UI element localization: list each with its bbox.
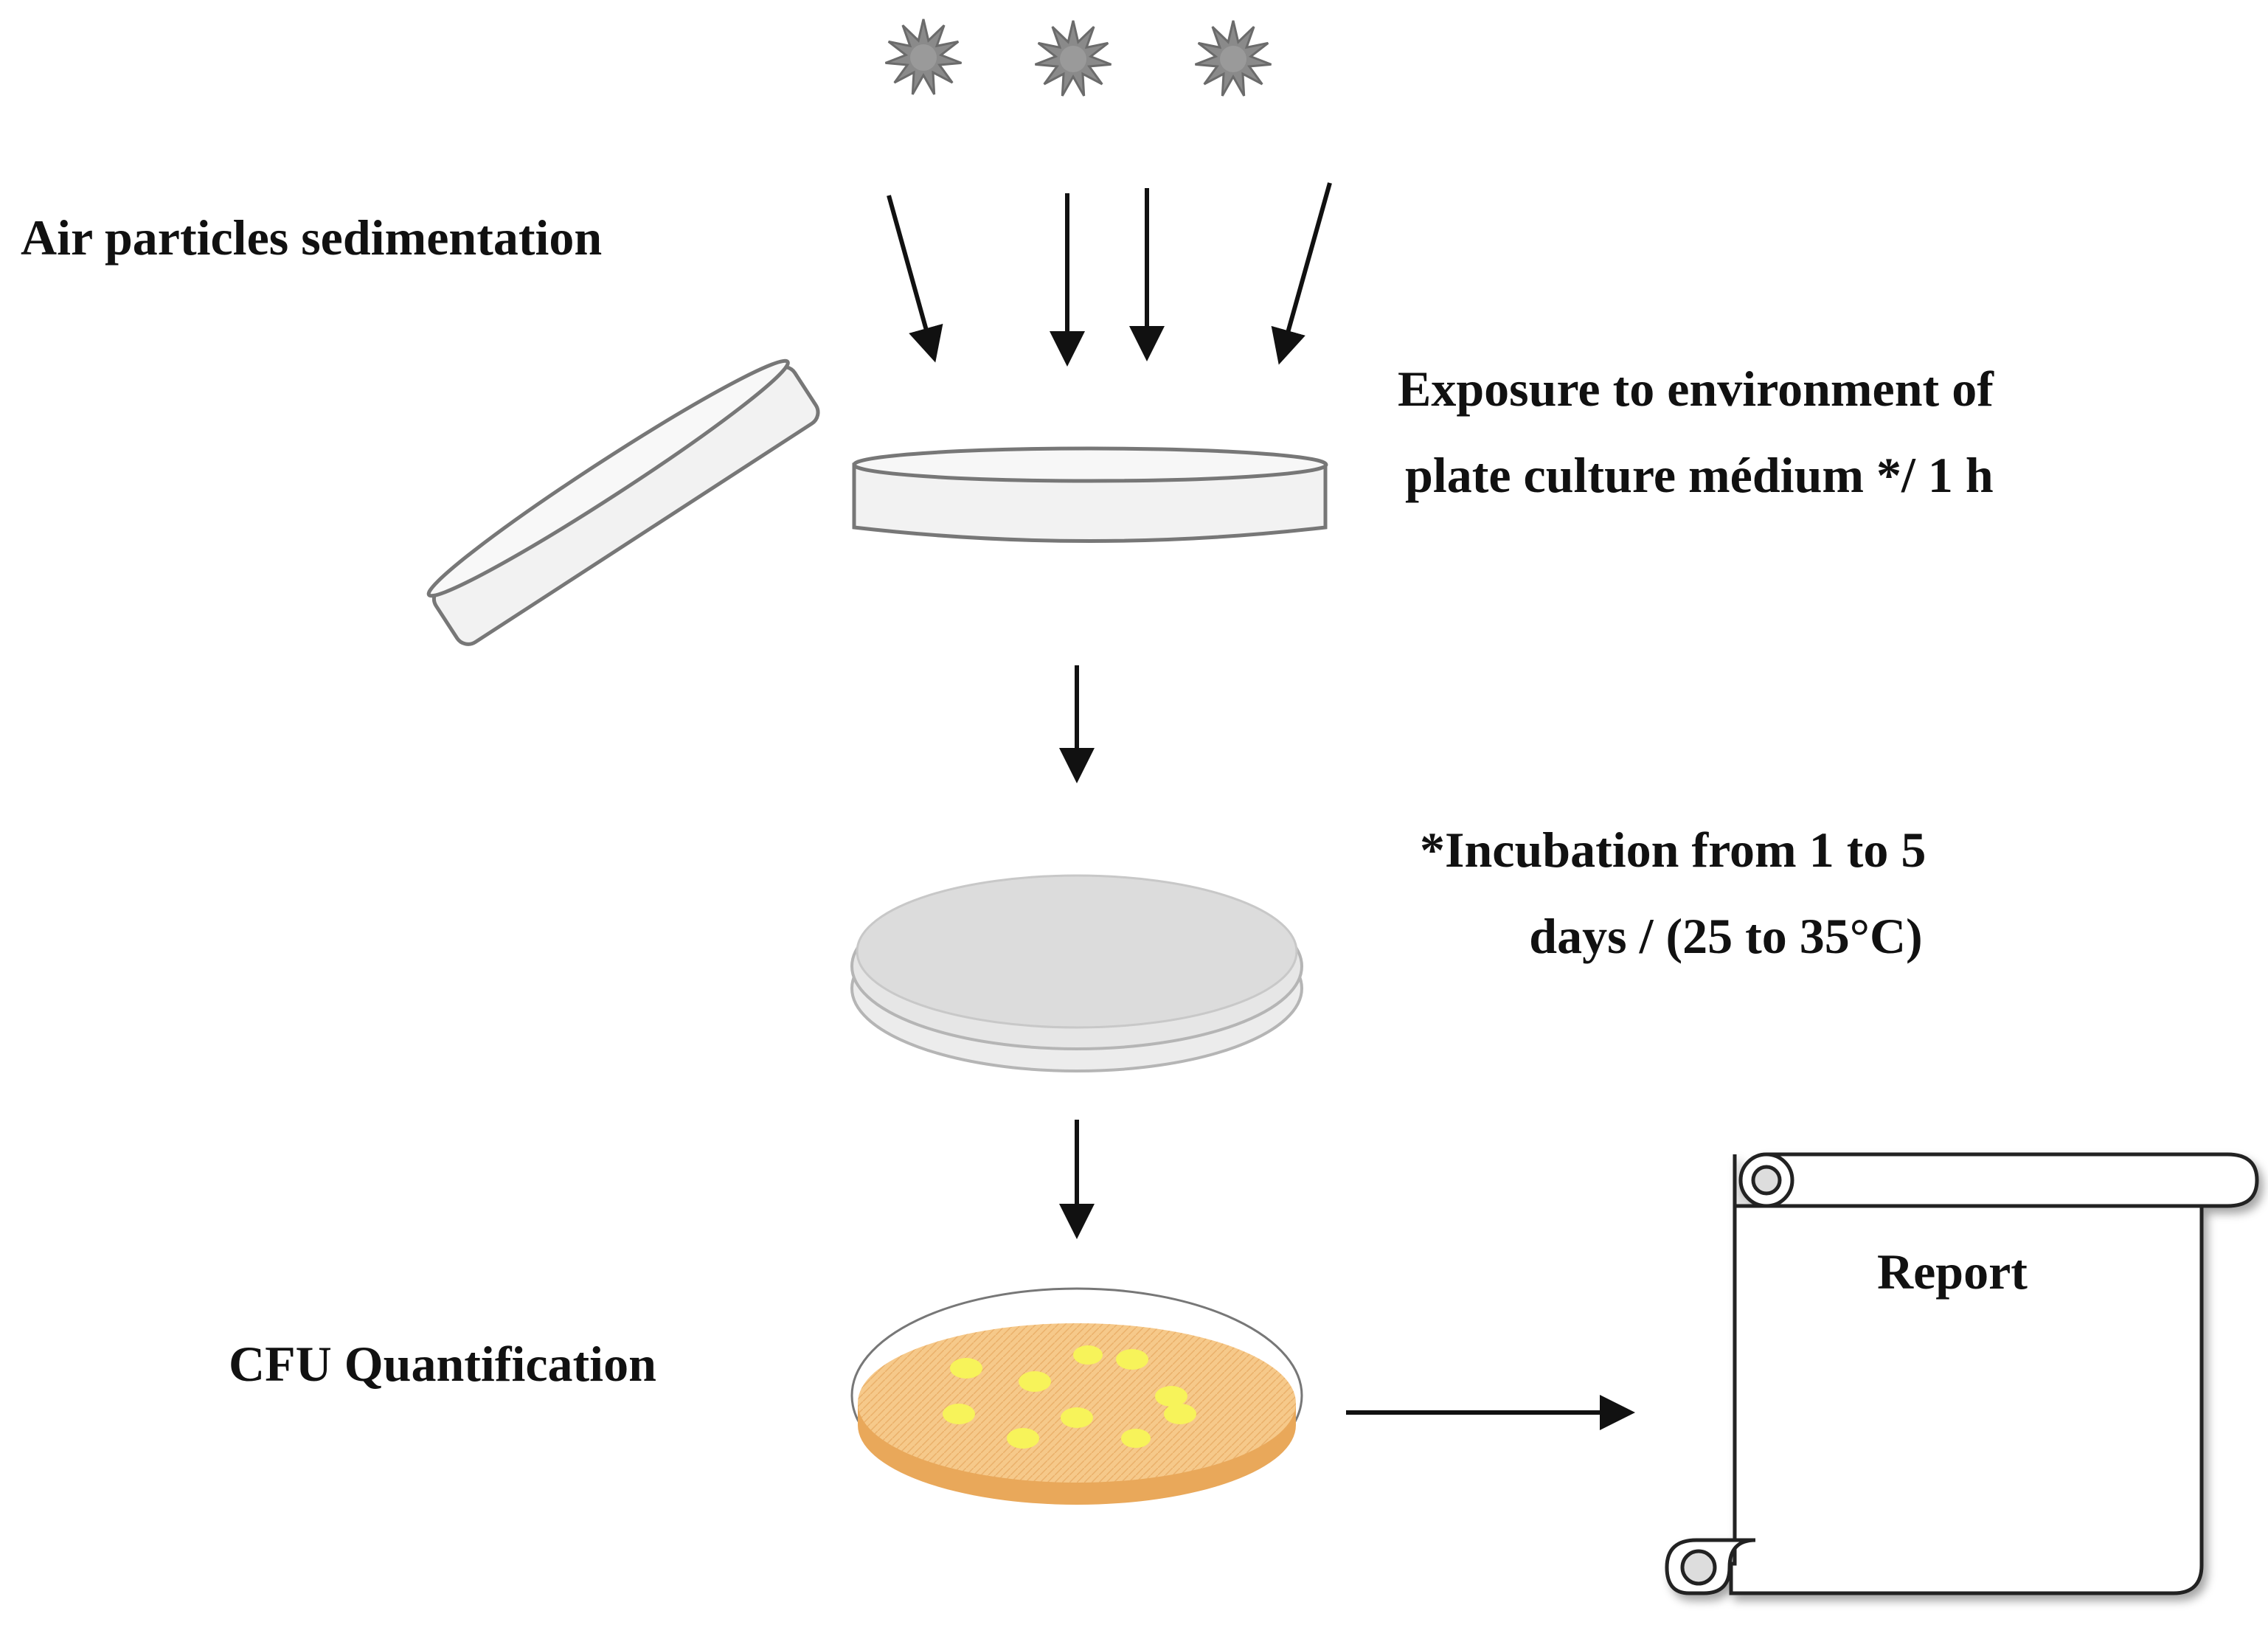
cfu-label: CFU Quantification	[229, 1336, 656, 1392]
report-title: Report	[1877, 1244, 2028, 1300]
colony	[950, 1358, 982, 1379]
incubation-label-line1: *Incubation from 1 to 5	[1420, 822, 1927, 878]
incubated-dish-icon	[850, 874, 1303, 1072]
sedimentation-arrows	[887, 182, 1332, 367]
colony	[1073, 1345, 1103, 1365]
particle-icon	[1034, 20, 1112, 97]
colony	[1155, 1386, 1187, 1407]
colony	[1019, 1371, 1051, 1392]
particle-icon	[1194, 20, 1272, 97]
particle-icon	[884, 18, 963, 95]
exposure-label-line1: Exposure to environment of	[1398, 361, 1994, 417]
exposure-label-line2: plate culture médium */ 1 h	[1405, 447, 1994, 503]
incubation-label-line2: days / (25 to 35°C)	[1529, 908, 1923, 964]
air-sedimentation-label: Air particles sedimentation	[21, 209, 603, 266]
colony	[1116, 1349, 1148, 1370]
colony	[1121, 1429, 1151, 1448]
colony	[1164, 1404, 1196, 1424]
colony	[943, 1404, 975, 1424]
open-lid-icon	[426, 358, 820, 646]
colony	[1007, 1428, 1039, 1449]
report-scroll-icon	[1665, 1152, 2259, 1595]
arrow	[887, 195, 943, 363]
arrow	[1271, 182, 1332, 365]
petri-dish-icon	[852, 446, 1328, 543]
colony-dish-icon	[850, 1287, 1303, 1505]
colony	[1061, 1407, 1093, 1428]
